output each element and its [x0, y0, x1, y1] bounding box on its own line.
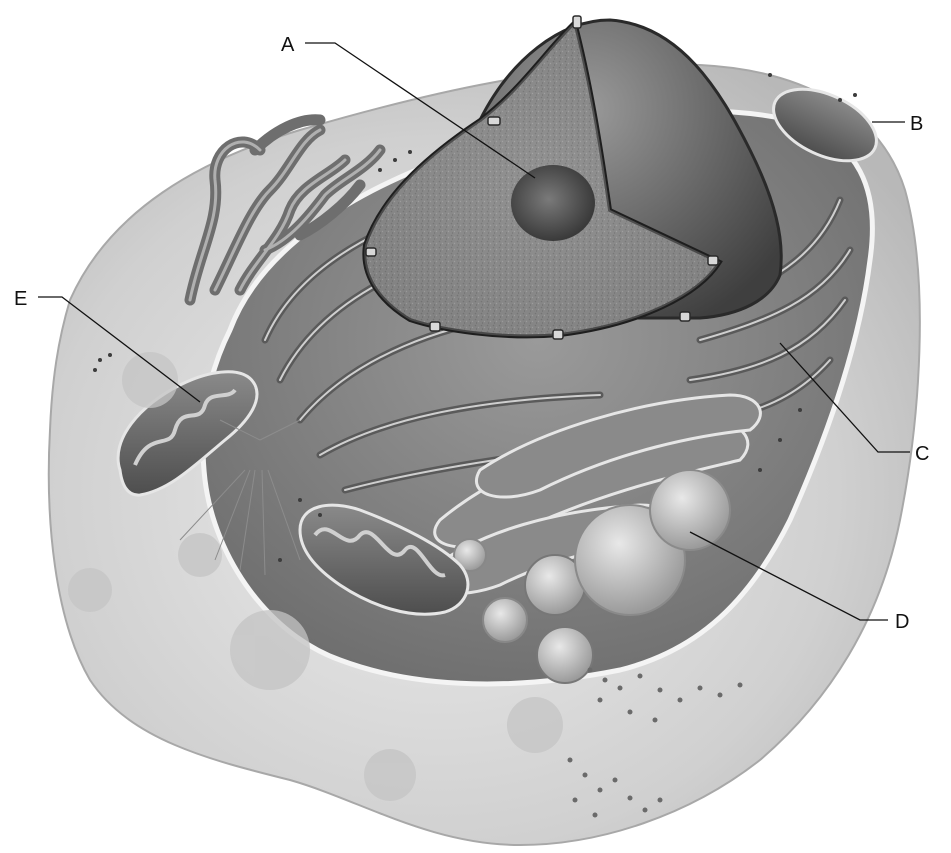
label-c: C	[915, 443, 929, 465]
label-e: E	[14, 288, 27, 310]
label-a: A	[281, 34, 295, 56]
nucleolus	[511, 165, 595, 241]
label-b: B	[910, 113, 923, 135]
label-d: D	[895, 611, 909, 633]
